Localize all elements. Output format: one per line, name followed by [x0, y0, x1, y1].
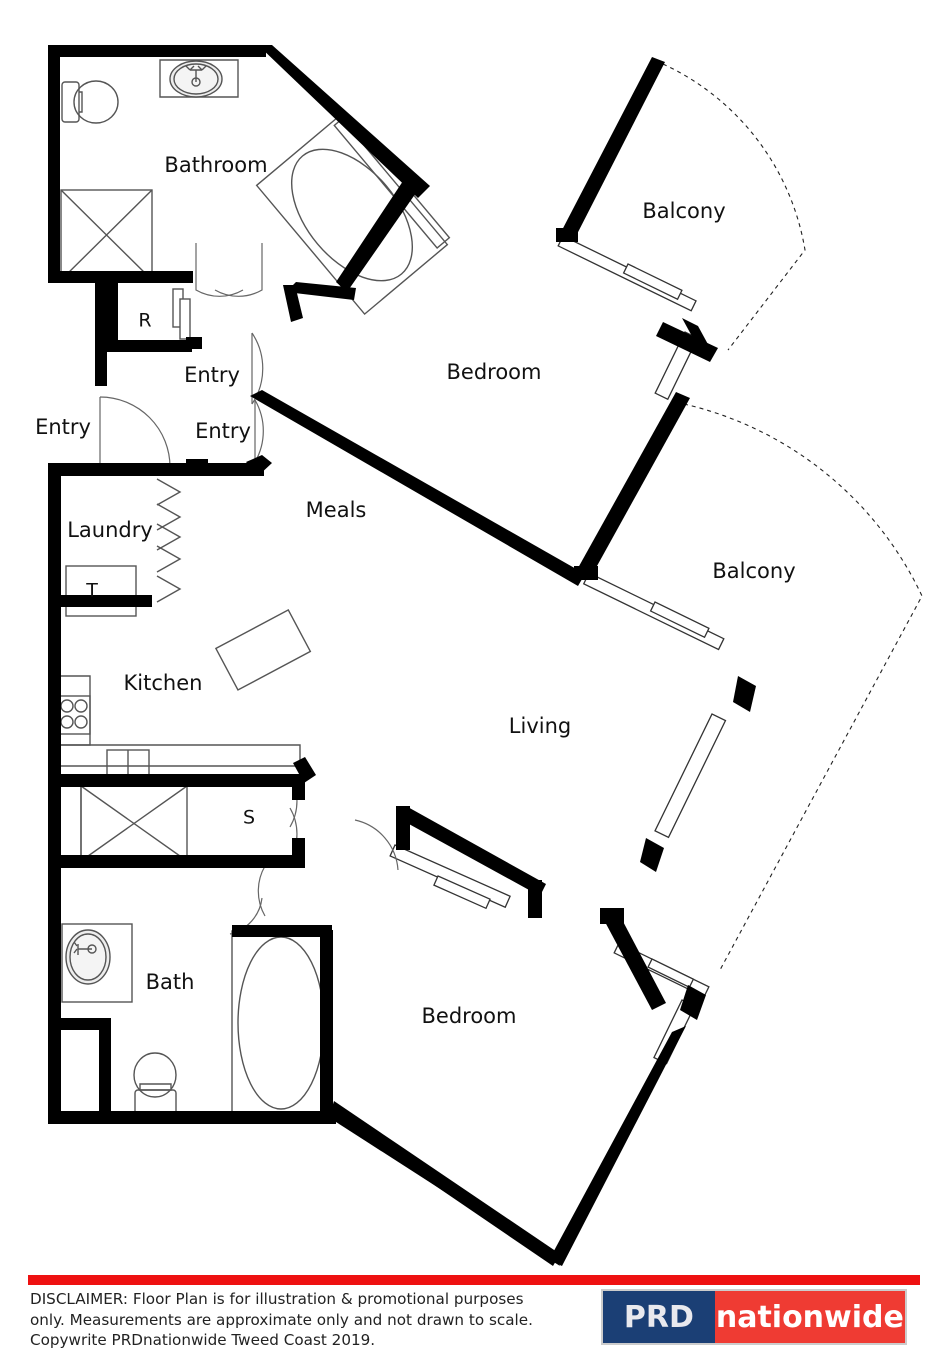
wall-laundry-top-pier [186, 459, 208, 472]
entry-labels: Entry Entry Entry [35, 363, 251, 443]
room-label-bath-bottom: Bath [146, 970, 195, 994]
tub-dryer-box [65, 565, 137, 617]
wall-left-upper [48, 45, 60, 282]
wall-fridge-right [181, 271, 193, 283]
wall-store-right-bottom [292, 838, 305, 868]
balcony-edge-arcs [662, 63, 923, 971]
pier-bedroom-top-b [656, 322, 718, 362]
wall-balcony-top-left [560, 57, 665, 240]
door-entry-main [99, 396, 171, 468]
room-label-balcony-mid: Balcony [712, 559, 795, 583]
shelving-chevrons [156, 478, 182, 603]
wall-living-bottom-right [604, 912, 666, 1010]
room-label-kitchen: Kitchen [124, 671, 203, 695]
room-labels: Bathroom Balcony Bedroom Meals Balcony L… [67, 153, 795, 1028]
door-bedroom-bottom [354, 819, 399, 871]
fixture-labels: R T S [85, 310, 255, 829]
wall-bathroom-diag [258, 45, 430, 198]
wall-bath-inner-stub [55, 1018, 110, 1030]
wall-bath-bedroom [336, 178, 418, 292]
wall-bedroom-inner-stub2 [528, 880, 542, 918]
wall-tub-left [283, 285, 303, 322]
wall-bottom-diag [328, 1111, 560, 1266]
wall-bedroom-right [578, 392, 690, 575]
vanity-basin-bottom [61, 923, 133, 1003]
pier-bedroom-top-a [682, 318, 710, 348]
floor-plan-drawing: Bathroom Balcony Bedroom Meals Balcony L… [0, 0, 933, 1275]
entry-label-upper: Entry [184, 363, 240, 387]
wall-store-right-top [292, 774, 305, 800]
walls-layer [48, 45, 756, 1266]
floor-plan-canvas: Bathroom Balcony Bedroom Meals Balcony L… [0, 0, 933, 1275]
wall-store-corner [293, 757, 316, 783]
door-bathroom-right [214, 243, 263, 297]
wall-tub-bottom [286, 282, 356, 300]
disclaimer-text: DISCLAIMER: Floor Plan is for illustrati… [30, 1290, 533, 1349]
entry-label-lower: Entry [195, 419, 251, 443]
pier-bedroom-bottom [680, 985, 706, 1020]
window-living-b [654, 713, 727, 839]
fixture-label-fridge: R [138, 310, 151, 332]
wall-bathroom-bottom [48, 271, 189, 283]
wall-bath-top-tub [232, 925, 332, 937]
room-label-bedroom-top: Bedroom [447, 360, 542, 384]
room-label-balcony-top: Balcony [642, 199, 725, 223]
room-label-bathroom-top: Bathroom [164, 153, 267, 177]
wall-left-lower [48, 463, 61, 1123]
red-divider-bar [28, 1275, 920, 1285]
door-bathroom-left [195, 243, 244, 297]
wall-entry-stub [186, 337, 202, 349]
wall-kitchen-bottom [55, 774, 305, 787]
toilet-top [61, 80, 119, 124]
room-label-bedroom-bottom: Bedroom [422, 1004, 517, 1028]
wall-store-bottom [55, 855, 305, 868]
wall-bedroom-bottom-right [549, 1026, 686, 1266]
pier-living-b [640, 838, 664, 872]
window-bedroom-top-a [557, 235, 697, 312]
logo-prd-block: PRD [603, 1291, 715, 1343]
wall-fridge-bottom [106, 340, 192, 352]
wall-meals-corner [246, 455, 272, 476]
wall-balcony-top-return [556, 228, 578, 242]
wall-laundry-bottom [55, 595, 152, 607]
vanity-basin-top [159, 59, 239, 98]
wall-meals-bedroom [250, 390, 585, 586]
wall-living-corner [600, 908, 624, 924]
door-entry-lower [254, 399, 264, 463]
wall-laundry-top [48, 463, 193, 476]
plan-background [0, 0, 933, 1275]
entry-label-left: Entry [35, 415, 91, 439]
logo-prd-text: PRD [623, 1299, 694, 1335]
wall-bath-right [320, 930, 333, 1123]
wall-bathroom-top [48, 45, 266, 57]
wall-bath-inner-vert [99, 1018, 111, 1118]
footer: DISCLAIMER: Floor Plan is for illustrati… [0, 1275, 933, 1371]
fridge-recess [172, 288, 191, 340]
prd-nationwide-logo: PRD nationwide [601, 1289, 907, 1345]
balcony-top-edge [662, 63, 806, 351]
room-label-meals: Meals [306, 498, 367, 522]
room-label-laundry: Laundry [67, 518, 153, 542]
wall-bath-bottom [48, 1111, 336, 1124]
wall-fridge-left [106, 281, 118, 348]
fixture-label-store: S [243, 807, 255, 829]
door-bath-bottom [257, 865, 266, 917]
room-label-living: Living [509, 714, 571, 738]
island-bench [214, 609, 312, 691]
logo-nationwide-text: nationwide [715, 1299, 904, 1335]
wall-left-stub [95, 271, 107, 386]
fixture-label-tub: T [85, 580, 98, 602]
wall-bedroom-inner [398, 806, 546, 896]
fixture-layer [56, 59, 451, 1116]
logo-nationwide-block: nationwide [714, 1291, 905, 1343]
wall-bedroom-inner-stub [396, 806, 410, 850]
pier-living-a [733, 676, 756, 712]
